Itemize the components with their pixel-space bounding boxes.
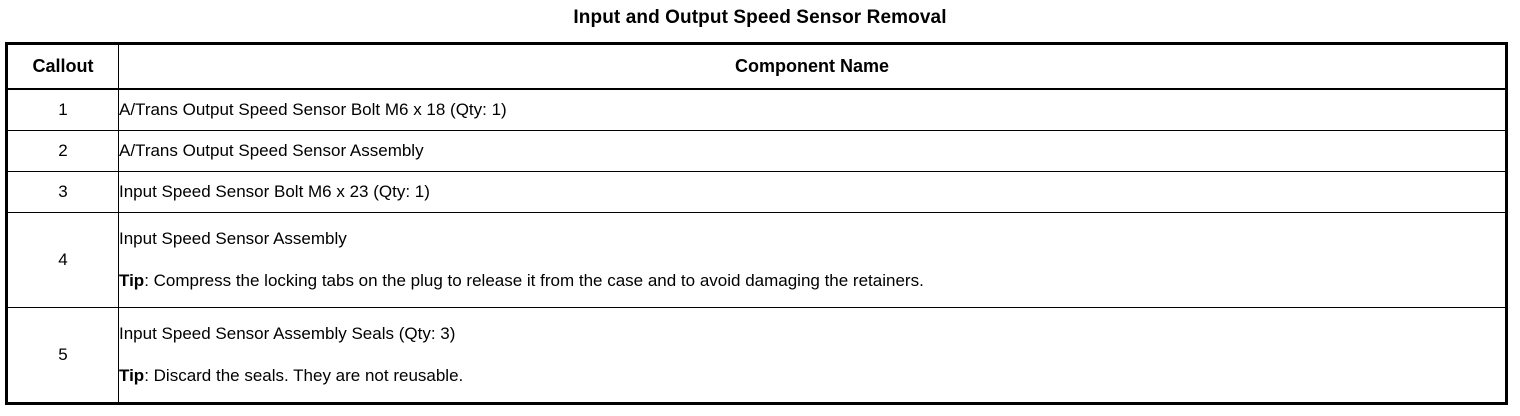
parts-table-container: Callout Component Name 1 A/Trans Output … [5,42,1508,405]
component-tip: Tip: Compress the locking tabs on the pl… [119,271,1505,291]
table-row: 2 A/Trans Output Speed Sensor Assembly [6,130,1507,172]
column-header-callout: Callout [6,43,119,90]
tip-label: Tip [119,366,145,385]
tip-label: Tip [119,271,145,290]
callout-number: 1 [6,88,119,131]
parts-table: Callout Component Name 1 A/Trans Output … [5,42,1508,405]
table-row: 5 Input Speed Sensor Assembly Seals (Qty… [6,307,1507,404]
component-description: Input Speed Sensor Assembly Tip: Compres… [118,212,1507,308]
callout-number: 2 [6,130,119,172]
component-description: A/Trans Output Speed Sensor Bolt M6 x 18… [118,88,1507,131]
page-title: Input and Output Speed Sensor Removal [573,7,947,28]
component-description: Input Speed Sensor Bolt M6 x 23 (Qty: 1) [118,171,1507,213]
component-description: A/Trans Output Speed Sensor Assembly [118,130,1507,172]
table-header-row: Callout Component Name [6,43,1507,90]
component-name-text: Input Speed Sensor Bolt M6 x 23 (Qty: 1) [119,181,430,201]
tip-text: : Compress the locking tabs on the plug … [144,271,924,290]
component-tip: Tip: Discard the seals. They are not reu… [119,366,1505,386]
table-row: 1 A/Trans Output Speed Sensor Bolt M6 x … [6,88,1507,131]
tip-text: : Discard the seals. They are not reusab… [144,366,464,385]
callout-number: 4 [6,212,119,308]
table-row: 3 Input Speed Sensor Bolt M6 x 23 (Qty: … [6,171,1507,213]
callout-number: 3 [6,171,119,213]
component-name-text: Input Speed Sensor Assembly [119,228,347,248]
table-header: Callout Component Name [6,43,1507,90]
component-name-text: A/Trans Output Speed Sensor Assembly [119,140,424,160]
component-name-text: Input Speed Sensor Assembly Seals (Qty: … [119,323,456,343]
table-row: 4 Input Speed Sensor Assembly Tip: Compr… [6,212,1507,308]
component-name-text: A/Trans Output Speed Sensor Bolt M6 x 18… [119,99,507,119]
column-header-component-name: Component Name [118,43,1507,90]
table-body: 1 A/Trans Output Speed Sensor Bolt M6 x … [6,88,1507,404]
callout-number: 5 [6,307,119,404]
component-description: Input Speed Sensor Assembly Seals (Qty: … [118,307,1507,404]
